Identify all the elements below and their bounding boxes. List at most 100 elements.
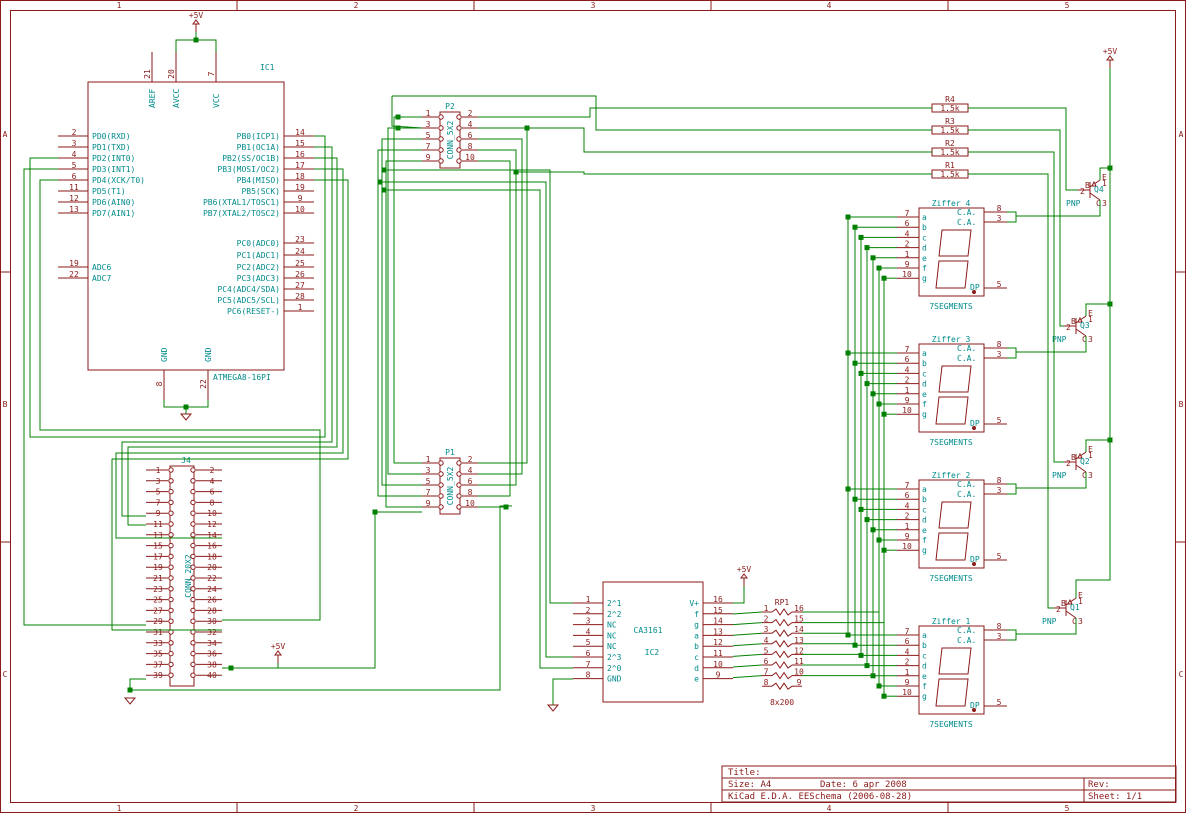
transistor-pin-c: C bbox=[1072, 617, 1077, 626]
ic1-pin-num: 14 bbox=[295, 128, 305, 137]
display-seg-num: 1 bbox=[905, 668, 910, 677]
display-seg-num: 2 bbox=[905, 240, 910, 249]
j4-pin-num: 28 bbox=[207, 606, 217, 615]
display-ca-num: 8 bbox=[997, 622, 1002, 631]
wire bbox=[732, 622, 763, 626]
display-ca: C.A. bbox=[957, 344, 976, 353]
ic2-pin-num: 14 bbox=[713, 617, 723, 626]
ic1-pin-num: 19 bbox=[69, 259, 79, 268]
junction bbox=[876, 537, 882, 543]
ic1-pin-name: PD4(XCK/T0) bbox=[92, 176, 145, 185]
wire bbox=[1007, 347, 1017, 359]
resistor-value: 1.5k bbox=[940, 126, 959, 135]
rp1-pin-num: 1 bbox=[764, 604, 769, 613]
junction bbox=[858, 234, 864, 240]
display-body bbox=[918, 343, 985, 433]
q-power-arrow bbox=[1106, 55, 1114, 61]
ic1-pin-name: AVCC bbox=[172, 89, 181, 108]
ic2-pin-num: 11 bbox=[713, 649, 723, 658]
display-seg-name: e bbox=[922, 672, 927, 681]
ic2-pin-num: 8 bbox=[586, 671, 591, 680]
tb-size: Size: A4 bbox=[728, 780, 771, 790]
display-seg-name: a bbox=[922, 631, 927, 640]
display-body bbox=[918, 207, 985, 297]
j4-pin-circle bbox=[168, 596, 174, 603]
junction bbox=[864, 381, 870, 387]
p2-pin-num: 2 bbox=[468, 109, 473, 118]
transistor-pin-b: B bbox=[1071, 317, 1076, 326]
rp1-element bbox=[771, 682, 793, 691]
wire bbox=[121, 146, 333, 517]
ic2-pin-num: 2 bbox=[586, 606, 591, 615]
junction bbox=[876, 265, 882, 271]
wire bbox=[381, 138, 422, 486]
ic2-pin-name: NC bbox=[607, 642, 617, 651]
junction bbox=[881, 547, 887, 553]
j4-pin-circle bbox=[168, 488, 174, 495]
p1-pin-num: 4 bbox=[468, 466, 473, 475]
display-seg-num: 4 bbox=[905, 647, 910, 656]
inner-frame bbox=[10, 10, 1176, 803]
display-dp-dot bbox=[972, 562, 976, 566]
row-label-left: B bbox=[3, 400, 8, 409]
resistor-ref: R2 bbox=[945, 139, 955, 148]
j4-pin-num: 39 bbox=[153, 671, 163, 680]
display-seg-num: 7 bbox=[905, 345, 910, 354]
wire bbox=[380, 181, 573, 658]
display-ca-num: 8 bbox=[997, 204, 1002, 213]
transistor-ref: Q1 bbox=[1070, 603, 1080, 612]
ic2-pin-name: c bbox=[694, 653, 699, 662]
j4-pin-num: 37 bbox=[153, 660, 163, 669]
transistor-pin-num: 1 bbox=[1102, 179, 1107, 188]
display-dp-num: 5 bbox=[997, 280, 1002, 289]
display-ca-num: 3 bbox=[997, 632, 1002, 641]
j4-pin-circle bbox=[190, 661, 196, 668]
p2-pin-circle bbox=[438, 125, 444, 131]
junction bbox=[864, 517, 870, 523]
p1-value: CONN_5X2 bbox=[446, 467, 455, 506]
display-seg-num: 7 bbox=[905, 209, 910, 218]
resistor-ref: R3 bbox=[945, 117, 955, 126]
display-seg-name: c bbox=[922, 233, 927, 242]
j4-pin-circle bbox=[190, 488, 196, 495]
junction bbox=[852, 496, 858, 502]
p2-pin-circle bbox=[456, 147, 462, 153]
ic1-pin-name: PB6(XTAL1/TOSC1) bbox=[203, 198, 280, 207]
j4-pin-circle bbox=[168, 640, 174, 646]
ic1-pin-name: VCC bbox=[212, 93, 221, 108]
wire bbox=[1085, 439, 1110, 452]
display-dp-label: DP bbox=[970, 283, 980, 292]
display-body bbox=[918, 625, 985, 715]
wire bbox=[384, 189, 573, 669]
ic2-value: CA3161 bbox=[634, 626, 663, 635]
j4-pin-num: 8 bbox=[210, 498, 215, 507]
display-name: Ziffer 2 bbox=[932, 471, 971, 480]
wire bbox=[732, 643, 763, 647]
display-digit-top bbox=[938, 647, 972, 675]
ic1-pin-num: 1 bbox=[298, 303, 303, 312]
p1-pin-circle bbox=[438, 471, 444, 477]
p2-pin-num: 4 bbox=[468, 120, 473, 129]
wire bbox=[478, 138, 523, 475]
display-seg-num: 6 bbox=[905, 491, 910, 500]
rp1-pin-num: 13 bbox=[794, 636, 804, 645]
display-seg-num: 1 bbox=[905, 522, 910, 531]
q-power-label: +5V bbox=[1103, 47, 1118, 56]
display-dp-num: 5 bbox=[997, 552, 1002, 561]
rp1-element bbox=[771, 639, 793, 648]
p2-pin-circle bbox=[456, 158, 462, 164]
ic1-pin-name: PD1(TXD) bbox=[92, 143, 131, 152]
ic2-pin-num: 6 bbox=[586, 649, 591, 658]
ic1-power-arrow bbox=[192, 19, 200, 25]
j4-pin-circle bbox=[190, 542, 196, 549]
rp1-element bbox=[771, 618, 793, 627]
j4-pin-circle bbox=[168, 510, 174, 516]
junction bbox=[876, 401, 882, 407]
row-label-left: A bbox=[3, 130, 8, 139]
ic1-body bbox=[87, 81, 285, 371]
transistor-ref: Q3 bbox=[1080, 321, 1090, 330]
display-seg-name: e bbox=[922, 390, 927, 399]
j4-pin-circle bbox=[190, 650, 196, 657]
transistor-pin-c: C bbox=[1082, 335, 1087, 344]
transistor-collector bbox=[1065, 610, 1077, 619]
